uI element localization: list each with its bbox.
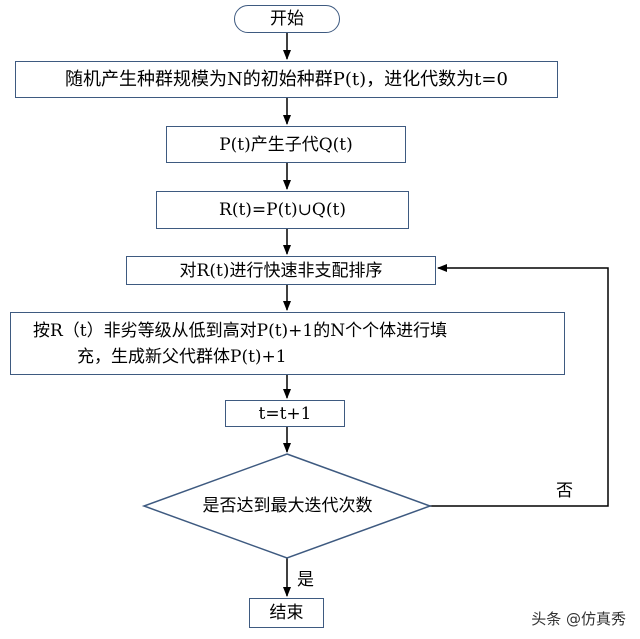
sort-label: 对R(t)进行快速非支配排序 [179, 260, 383, 281]
fill-label-line2: 充，生成新父代群体P(t)+1 [77, 346, 287, 367]
start-label: 开始 [270, 9, 304, 29]
end-terminal: 结束 [249, 598, 324, 628]
loop-back-arrow [428, 264, 609, 507]
watermark: 头条 @仿真秀 [531, 608, 626, 629]
decision-label: 是否达到最大迭代次数 [202, 496, 373, 516]
fill-step: 按R（t）非劣等级从低到高对P(t)+1的N个个体进行填 充，生成新父代群体P(… [10, 312, 565, 375]
init-step: 随机产生种群规模为N的初始种群P(t)，进化代数为t=0 [15, 61, 558, 98]
merge-label: R(t)=P(t)∪Q(t) [219, 200, 346, 220]
merge-step: R(t)=P(t)∪Q(t) [156, 191, 409, 229]
sort-step: 对R(t)进行快速非支配排序 [126, 256, 436, 285]
increment-label: t=t+1 [258, 403, 312, 424]
no-branch-label: 否 [556, 481, 573, 501]
offspring-label: P(t)产生子代Q(t) [219, 134, 353, 155]
watermark-text: 头条 @仿真秀 [531, 610, 626, 628]
fill-label-line1: 按R（t）非劣等级从低到高对P(t)+1的N个个体进行填 [33, 320, 448, 341]
yes-branch-label: 是 [297, 570, 314, 590]
end-label: 结束 [269, 603, 304, 623]
start-terminal: 开始 [234, 5, 340, 33]
offspring-step: P(t)产生子代Q(t) [166, 126, 406, 163]
init-label: 随机产生种群规模为N的初始种群P(t)，进化代数为t=0 [65, 68, 508, 90]
increment-step: t=t+1 [225, 400, 345, 427]
decision-diamond [141, 453, 433, 559]
